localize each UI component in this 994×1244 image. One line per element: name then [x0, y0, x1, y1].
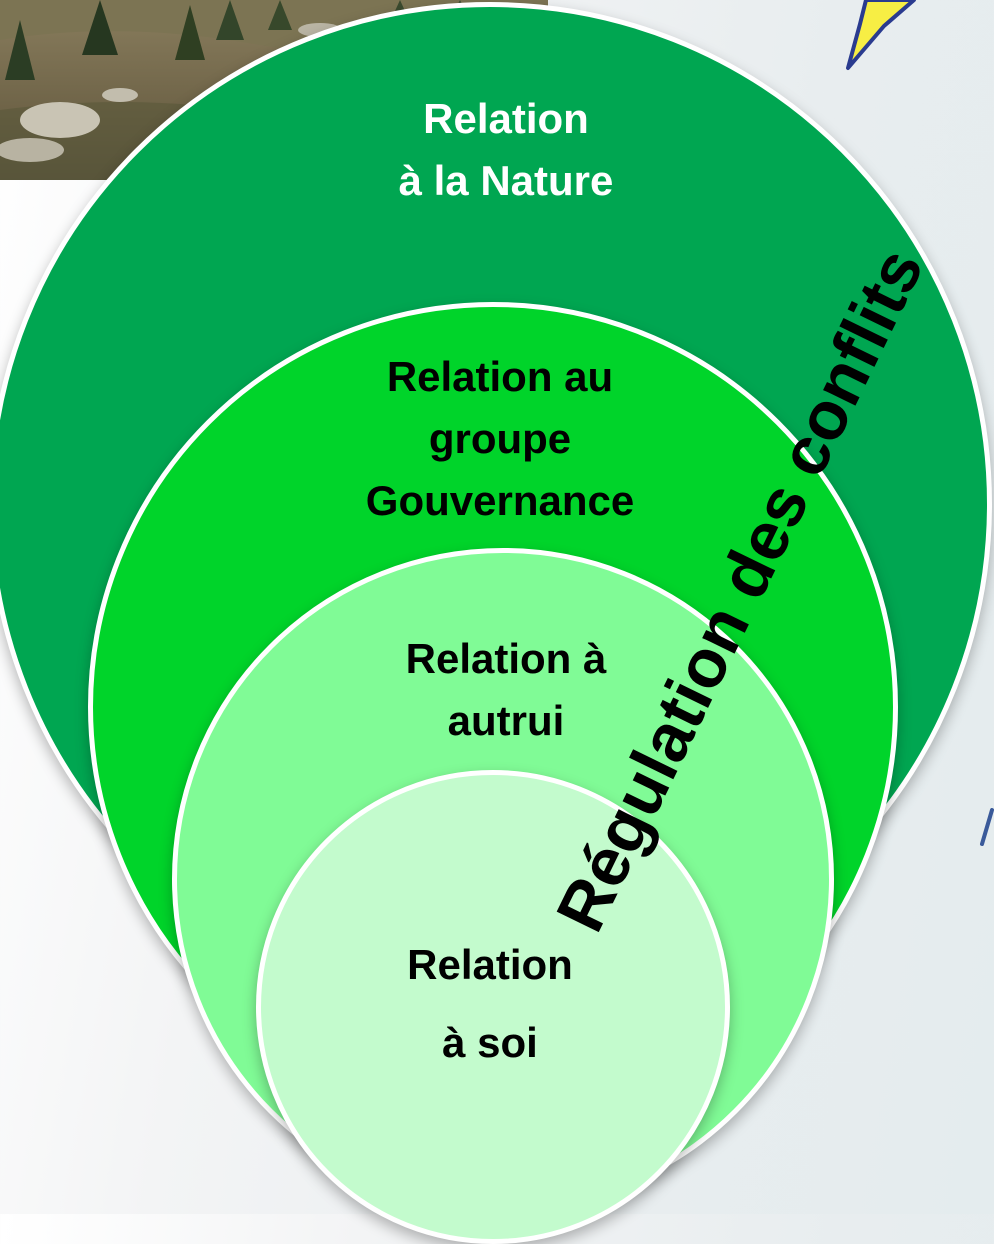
label-relation-soi: Relation à soi [290, 926, 690, 1082]
lightning-bolt-icon [846, 0, 916, 70]
blue-stroke-icon [980, 808, 994, 846]
label-relation-autrui: Relation à autrui [306, 628, 706, 752]
label-line: Relation [407, 941, 573, 988]
label-relation-groupe: Relation au groupe Gouvernance [300, 346, 700, 532]
label-line: autrui [447, 697, 565, 744]
label-line: à la Nature [398, 157, 614, 204]
circle-soi [256, 770, 730, 1244]
label-line: groupe [428, 415, 572, 462]
label-line: à soi [442, 1019, 538, 1066]
label-line: Gouvernance [365, 477, 635, 524]
label-line: Relation à [405, 635, 607, 682]
label-relation-nature: Relation à la Nature [306, 88, 706, 212]
label-line: Relation au [386, 353, 614, 400]
label-line: Relation [423, 95, 589, 142]
